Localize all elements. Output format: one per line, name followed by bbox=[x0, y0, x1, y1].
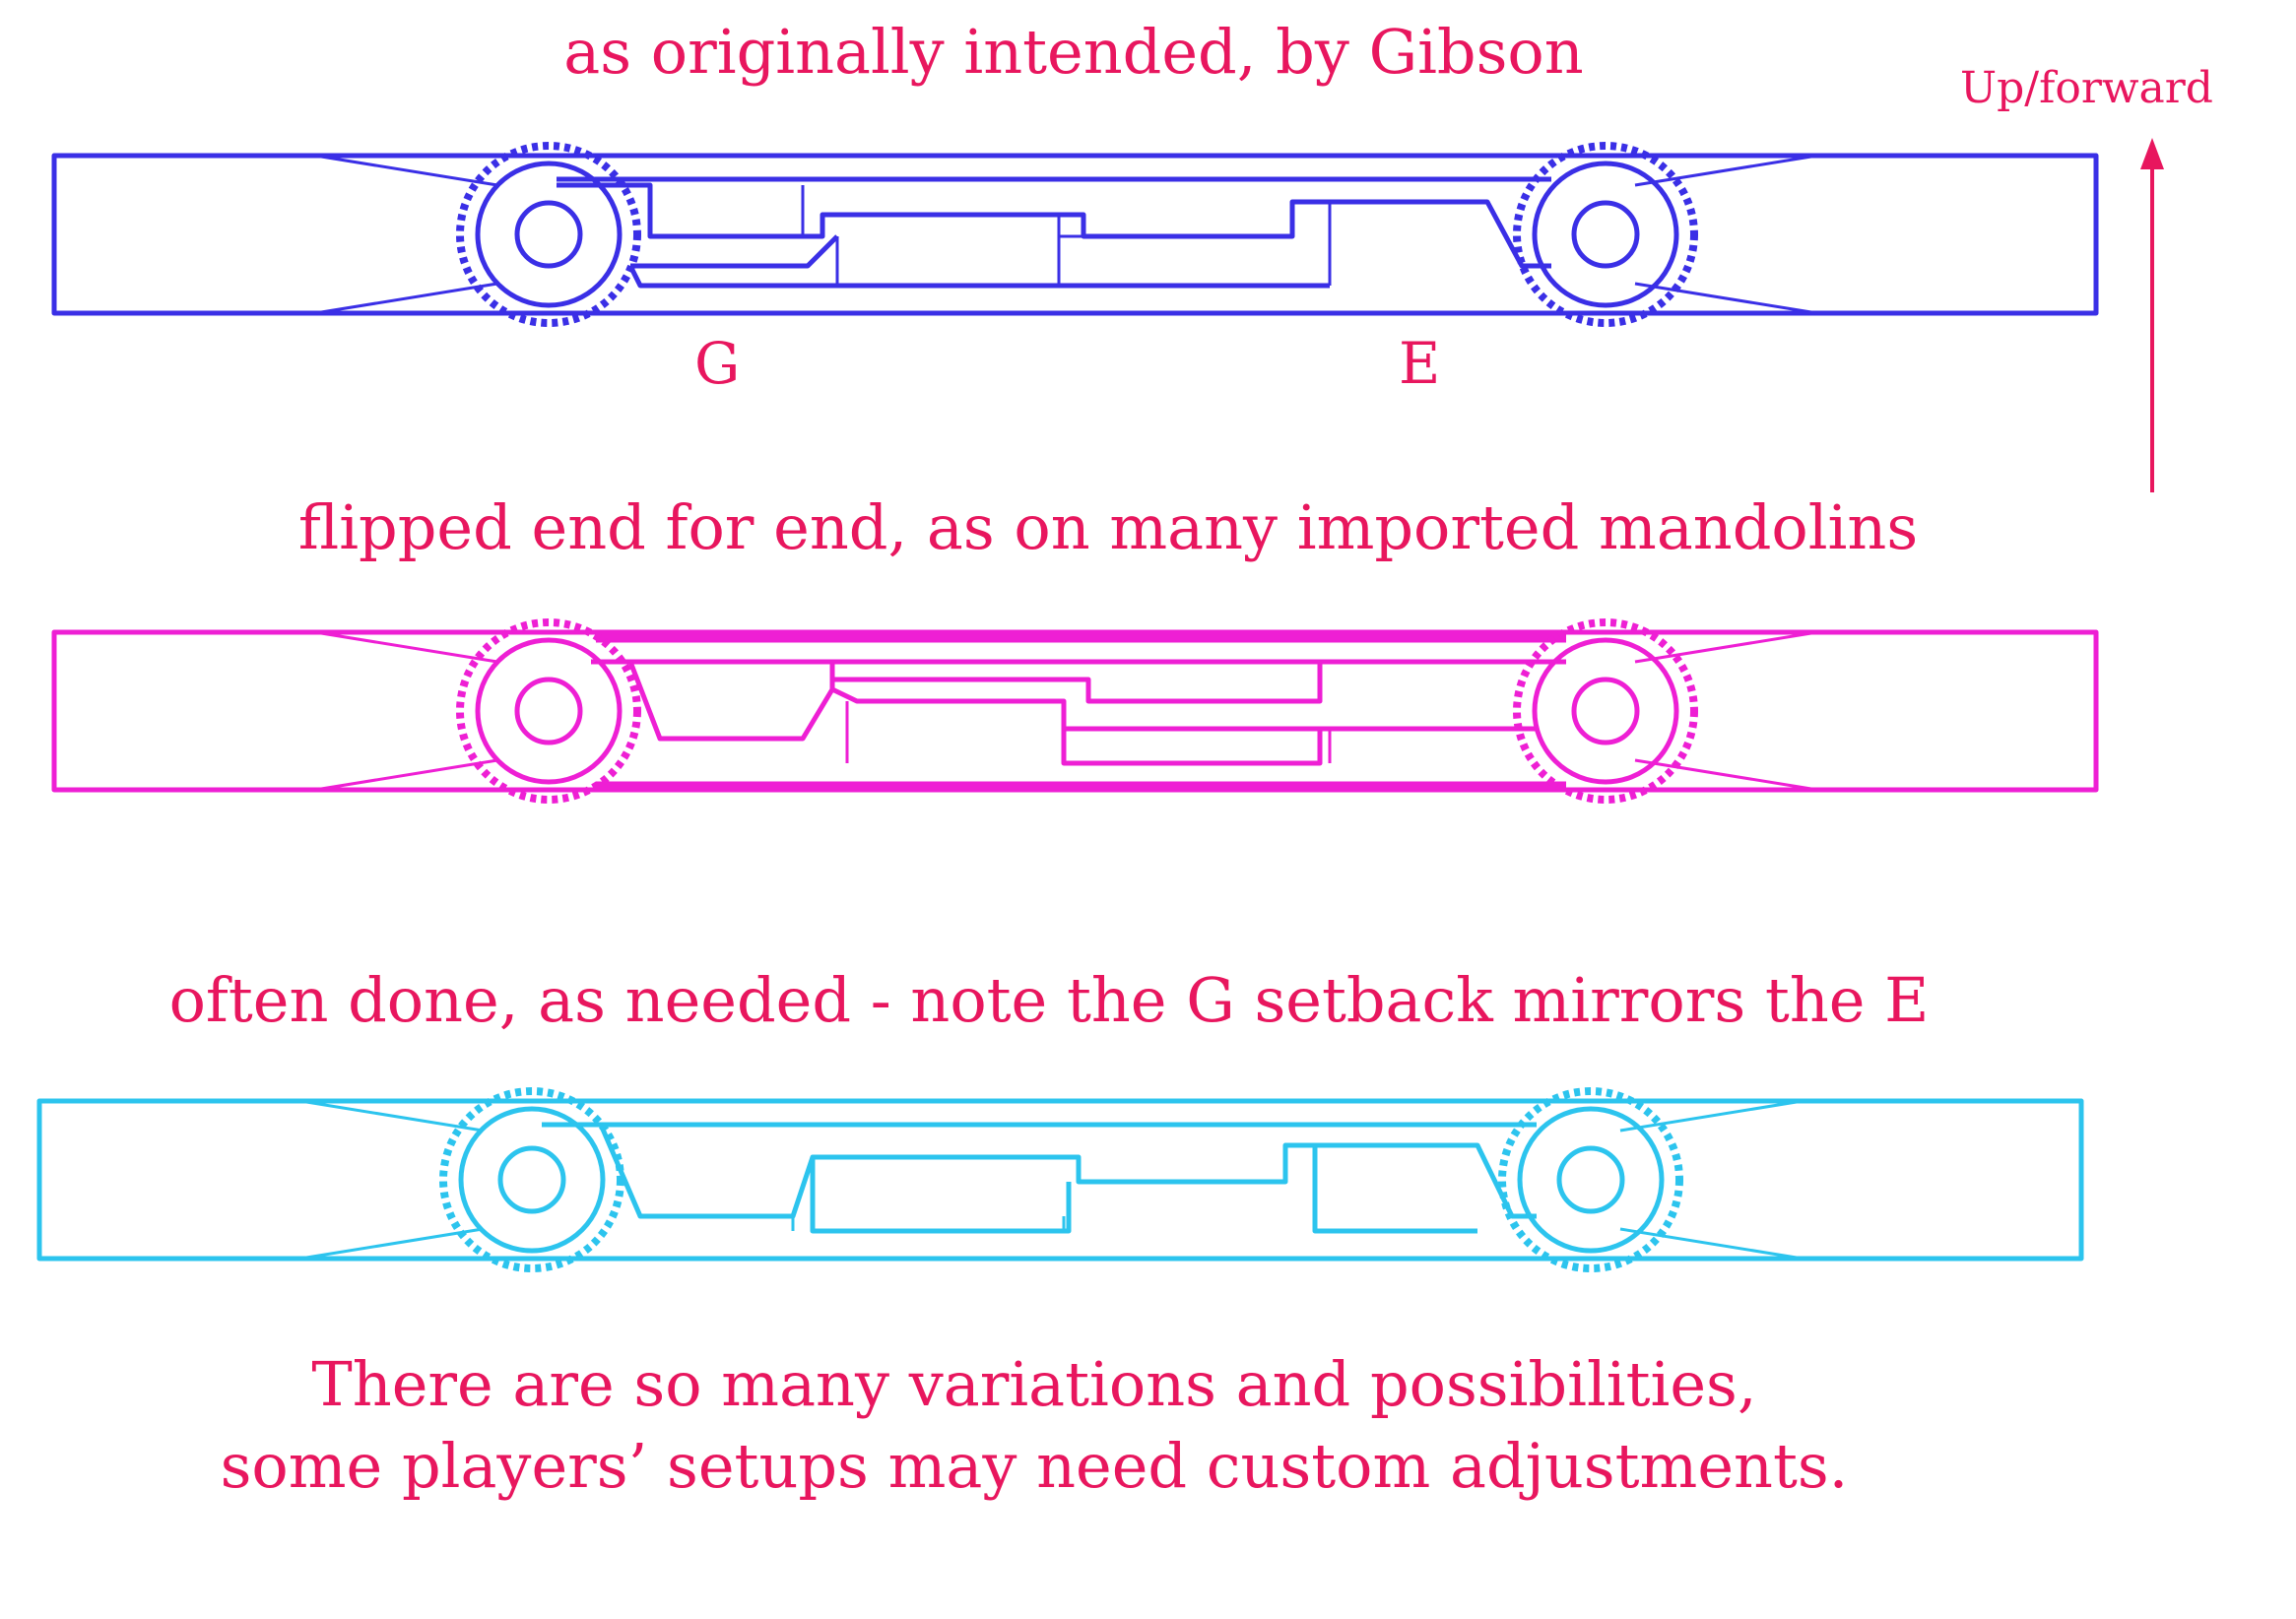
bridge-often bbox=[36, 1087, 2084, 1272]
thumbwheel-icon bbox=[1513, 618, 1698, 804]
direction-label: Up/forward bbox=[1960, 63, 2213, 113]
caption-flipped: flipped end for end, as on many imported… bbox=[297, 491, 1919, 563]
footer-line-1: There are so many variations and possibi… bbox=[311, 1348, 1757, 1420]
bridge-original bbox=[51, 142, 2099, 327]
caption-original: as originally intended, by Gibson bbox=[563, 16, 1584, 88]
thumbwheel-icon bbox=[456, 142, 641, 327]
up-arrow-icon bbox=[2140, 138, 2164, 492]
thumbwheel-icon bbox=[1498, 1087, 1683, 1272]
thumbwheel-icon bbox=[439, 1087, 624, 1272]
string-label-e: E bbox=[1399, 330, 1441, 397]
bridge-flipped bbox=[51, 618, 2099, 804]
caption-often: often done, as needed - note the G setba… bbox=[168, 964, 1930, 1036]
string-label-g: G bbox=[694, 330, 741, 397]
thumbwheel-icon bbox=[456, 618, 641, 804]
thumbwheel-icon bbox=[1513, 142, 1698, 327]
footer-line-2: some players’ setups may need custom adj… bbox=[220, 1430, 1849, 1502]
